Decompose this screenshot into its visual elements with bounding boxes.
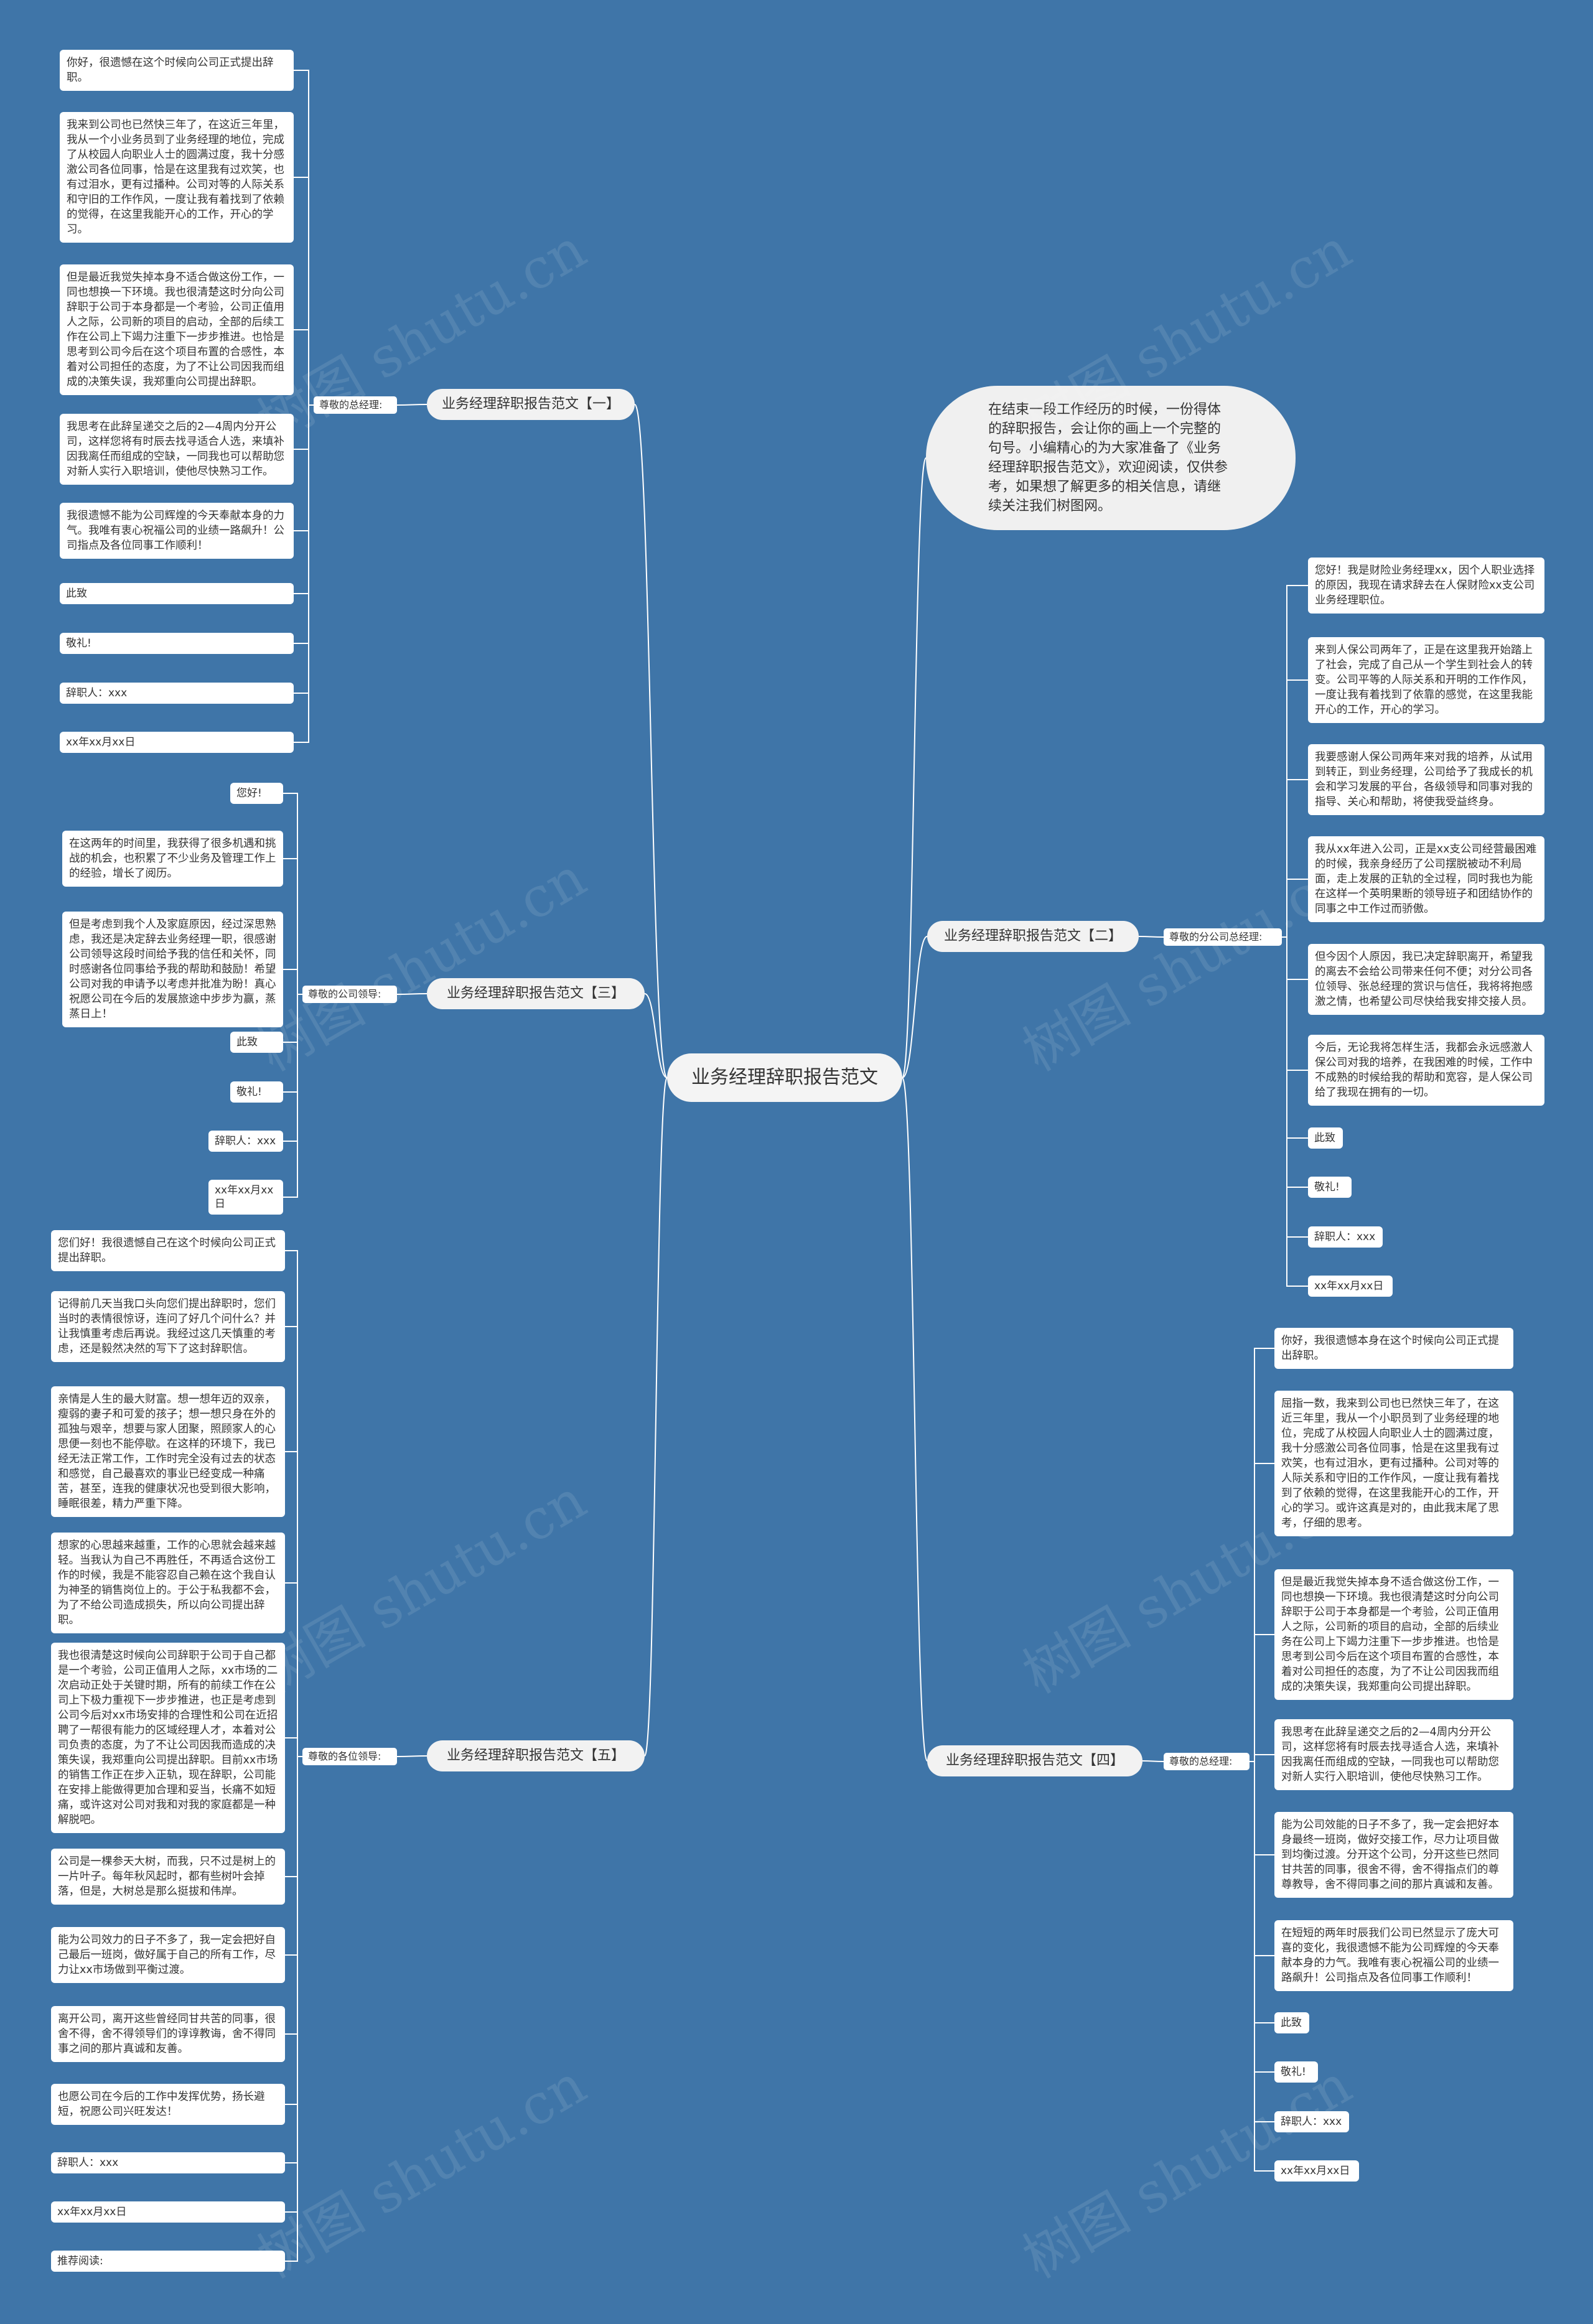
leaf-short[interactable]: 敬礼! xyxy=(230,1081,283,1103)
branch-topic-1[interactable]: 业务经理辞职报告范文【一】 xyxy=(427,389,635,420)
leaf-connector xyxy=(1250,1761,1274,1956)
leaf-short[interactable]: 此致 xyxy=(1308,1127,1343,1149)
connector-curve xyxy=(644,1077,668,1757)
leaf-connector xyxy=(1250,1761,1274,1855)
leaf-text[interactable]: 记得前几天当我口头向您们提出辞职时，您们当时的表情很惊讶，连问了好几个问什么？并… xyxy=(51,1291,285,1362)
leaf-connector xyxy=(285,1451,302,1757)
leaf-text[interactable]: 我从xx年进入公司，正是xx支公司经营最困难的时候，我亲身经历了公司摆脱被动不利… xyxy=(1308,836,1544,922)
leaf-connector xyxy=(285,1756,302,2213)
leaf-text[interactable]: 但是最近我觉失掉本身不适合做这份工作，一同也想换一下环境。我也很清楚这时分向公司… xyxy=(1274,1569,1513,1700)
leaf-connector xyxy=(294,404,314,743)
leaf-text[interactable]: 我要感谢人保公司两年来对我的培养，从试用到转正，到业务经理，公司给予了我成长的机… xyxy=(1308,744,1544,815)
leaf-connector xyxy=(1250,1761,1274,2073)
leaf-connector xyxy=(285,1737,302,1757)
connector-curve xyxy=(902,1077,928,1762)
leaf-short[interactable]: 此致 xyxy=(1274,2012,1309,2033)
leaf-text[interactable]: 今后，无论我将怎样生活，我都会永远感激人保公司对我的培养，在我困难的时候，工作中… xyxy=(1308,1035,1544,1106)
leaf-connector xyxy=(1282,936,1308,1238)
connector-curve xyxy=(902,936,928,1078)
leaf-connector xyxy=(285,1756,302,2105)
leaf-short[interactable]: xx年xx月xx日 xyxy=(51,2201,285,2223)
central-topic[interactable]: 业务经理辞职报告范文 xyxy=(667,1053,902,1102)
leaf-connector xyxy=(1282,936,1308,1188)
leaf-text[interactable]: 您们好！我很遗憾自己在这个时候向公司正式提出辞职。 xyxy=(51,1230,285,1271)
leaf-text[interactable]: 我思考在此辞呈递交之后的2—4周内分开公司，这样您将有时辰去找寻适合人选，来填补… xyxy=(60,414,294,485)
leaf-short[interactable]: 辞职人：xxx xyxy=(1274,2111,1349,2132)
leaf-short[interactable]: 辞职人：xxx xyxy=(208,1131,283,1152)
leaf-text[interactable]: 在这两年的时间里，我获得了很多机遇和挑战的机会，也积累了不少业务及管理工作上的经… xyxy=(62,831,283,887)
leaf-text[interactable]: 能为公司效力的日子不多了，我一定会把好自己最后一班岗，做好属于自己的所有工作，尽… xyxy=(51,1927,285,1983)
leaf-short[interactable]: xx年xx月xx日 xyxy=(1308,1276,1393,1297)
leaf-connector xyxy=(283,793,302,995)
branch-topic-4[interactable]: 业务经理辞职报告范文【四】 xyxy=(927,1745,1142,1776)
connector-curve xyxy=(634,404,668,1078)
leaf-short[interactable]: 推荐阅读: xyxy=(51,2251,285,2272)
branch-topic-5[interactable]: 业务经理辞职报告范文【五】 xyxy=(427,1740,645,1771)
leaf-text[interactable]: 您好！我是财险业务经理xx，因个人职业选择的原因，我现在请求辞去在人保财险xx支… xyxy=(1308,558,1544,614)
leaf-connector xyxy=(1250,1761,1274,2023)
salutation-label-3[interactable]: 尊敬的公司领导: xyxy=(302,986,397,1003)
leaf-short[interactable]: 辞职人：xxx xyxy=(51,2152,285,2173)
connector-curve xyxy=(902,457,927,1078)
leaf-connector xyxy=(285,1756,302,2262)
leaf-text[interactable]: 你好，很遗憾在这个时候向公司正式提出辞职。 xyxy=(60,50,294,91)
leaf-connector xyxy=(1250,1761,1274,2172)
leaf-short[interactable]: 您好! xyxy=(230,783,283,804)
leaf-short[interactable]: 敬礼! xyxy=(1308,1177,1352,1198)
connector-curve xyxy=(396,1755,427,1757)
leaf-short[interactable]: xx年xx月xx日 xyxy=(208,1180,283,1215)
leaf-connector xyxy=(1282,936,1308,1139)
leaf-text[interactable]: 离开公司，离开这些曾经同甘共苦的同事，很舍不得，舍不得领导们的谆谆教诲，舍不得同… xyxy=(51,2006,285,2062)
branch-topic-3[interactable]: 业务经理辞职报告范文【三】 xyxy=(427,978,645,1009)
leaf-connector xyxy=(285,1756,302,1956)
leaf-short[interactable]: 此致 xyxy=(60,583,294,604)
leaf-text[interactable]: 屈指一数，我来到公司也已然快三年了，在这近三年里，我从一个小职员到了业务经理的地… xyxy=(1274,1391,1513,1536)
leaf-connector xyxy=(1250,1634,1274,1762)
intro-topic[interactable]: 在结束一段工作经历的时候，一份得体的辞职报告，会让你的画上一个完整的句号。小编精… xyxy=(926,386,1296,530)
branch-topic-2[interactable]: 业务经理辞职报告范文【二】 xyxy=(927,921,1139,952)
leaf-text[interactable]: 在短短的两年时辰我们公司已然显示了庞大可喜的变化，我很遗憾不能为公司辉煌的今天奉… xyxy=(1274,1920,1513,1991)
leaf-text[interactable]: 想家的心思越来越重，工作的心思就会越来越轻。当我认为自己不再胜任，不再适合这份工… xyxy=(51,1533,285,1633)
leaf-text[interactable]: 公司是一棵参天大树，而我，只不过是树上的一片叶子。每年秋风起时，都有些树叶会掉落… xyxy=(51,1849,285,1905)
leaf-short[interactable]: 敬礼! xyxy=(60,633,294,654)
leaf-short[interactable]: xx年xx月xx日 xyxy=(1274,2160,1359,2182)
leaf-text[interactable]: 我很遗憾不能为公司辉煌的今天奉献本身的力气。我唯有衷心祝福公司的业绩一路飙升！公… xyxy=(60,503,294,559)
leaf-text[interactable]: 但是考虑到我个人及家庭原因，经过深思熟虑，我还是决定辞去业务经理一职，很感谢公司… xyxy=(62,912,283,1027)
intro-text: 在结束一段工作经历的时候，一份得体的辞职报告，会让你的画上一个完整的句号。小编精… xyxy=(988,402,1228,514)
leaf-connector xyxy=(285,1756,302,1877)
leaf-text[interactable]: 我也很清楚这时候向公司辞职于公司于自己都是一个考验，公司正值用人之际，xx市场的… xyxy=(51,1643,285,1833)
connector-curve xyxy=(1138,936,1164,938)
leaf-connector xyxy=(1250,1754,1274,1762)
leaf-short[interactable]: 辞职人：xxx xyxy=(60,683,294,704)
salutation-label-1[interactable]: 尊敬的总经理: xyxy=(314,396,397,414)
leaf-short[interactable]: 辞职人：xxx xyxy=(1308,1226,1383,1248)
leaf-text[interactable]: 来到人保公司两年了，正是在这里我开始踏上了社会，完成了自己从一个学生到社会人的转… xyxy=(1308,637,1544,723)
leaf-text[interactable]: 我思考在此辞呈递交之后的2—4周内分开公司，这样您将有时辰去找寻适合人选，来填补… xyxy=(1274,1719,1513,1790)
leaf-connector xyxy=(1250,1761,1274,2122)
salutation-label-5[interactable]: 尊敬的各位领导: xyxy=(302,1748,397,1765)
leaf-text[interactable]: 但是最近我觉失掉本身不适合做这份工作，一同也想换一下环境。我也很清楚这时分向公司… xyxy=(60,264,294,395)
leaf-text[interactable]: 但今因个人原因，我已决定辞职离开，希望我的离去不会给公司带来任何不便；对分公司各… xyxy=(1308,944,1544,1015)
leaf-text[interactable]: 能为公司效能的日子不多了，我一定会把好本身最终一班岗，做好交接工作，尽力让项目做… xyxy=(1274,1812,1513,1898)
salutation-label-4[interactable]: 尊敬的总经理: xyxy=(1164,1753,1250,1770)
salutation-label-2[interactable]: 尊敬的分公司总经理: xyxy=(1164,928,1282,946)
leaf-text[interactable]: 我来到公司也已然快三年了，在这近三年里，我从一个小业务员到了业务经理的地位，完成… xyxy=(60,112,294,243)
leaf-connector xyxy=(283,858,302,995)
leaf-text[interactable]: 你好，我很遗憾本身在这个时候向公司正式提出辞职。 xyxy=(1274,1328,1513,1369)
leaf-text[interactable]: 也愿公司在今后的工作中发挥优势，扬长避短，祝愿公司兴旺发达！ xyxy=(51,2084,285,2125)
leaf-short[interactable]: 敬礼! xyxy=(1274,2061,1318,2083)
leaf-text[interactable]: 亲情是人生的最大财富。想一想年迈的双亲，瘦弱的妻子和可爱的孩子；想一想只身在外的… xyxy=(51,1386,285,1517)
connector-curve xyxy=(1142,1760,1164,1762)
leaf-connector xyxy=(1282,936,1308,1287)
connector-curve xyxy=(644,993,668,1078)
connector-curve xyxy=(396,404,427,406)
leaf-connector xyxy=(285,1756,302,2035)
leaf-short[interactable]: 此致 xyxy=(230,1032,283,1053)
leaf-short[interactable]: xx年xx月xx日 xyxy=(60,732,294,753)
leaf-connector xyxy=(285,1756,302,2163)
leaf-connector xyxy=(283,994,302,1198)
leaf-connector xyxy=(1282,936,1308,1071)
